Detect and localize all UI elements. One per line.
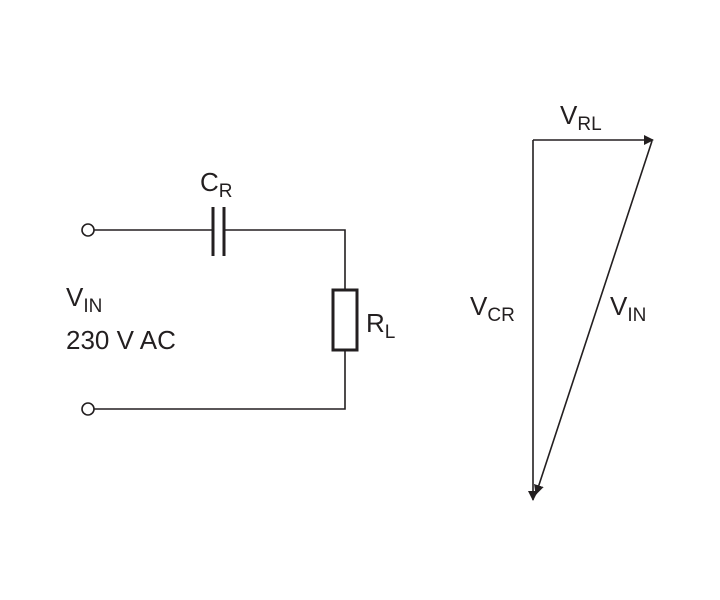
vrl-label: VRL <box>560 100 602 135</box>
circuit: CR RL VIN 230 V AC <box>66 167 395 416</box>
vin-phasor-label: VIN <box>610 291 646 326</box>
resistor-label: RL <box>366 308 395 343</box>
top-wire-right <box>224 229 346 290</box>
source-value: 230 V AC <box>66 325 176 355</box>
input-terminal-top <box>81 223 95 237</box>
vcr-label: VCR <box>470 291 515 326</box>
resistor <box>331 288 359 352</box>
vin-arrow <box>534 140 653 495</box>
source-label: VIN <box>66 282 102 317</box>
input-terminal-bottom <box>81 402 95 416</box>
capacitor-label: CR <box>200 167 233 202</box>
bottom-wire <box>94 350 346 410</box>
phasor-diagram: VRL VCR VIN <box>470 100 654 501</box>
